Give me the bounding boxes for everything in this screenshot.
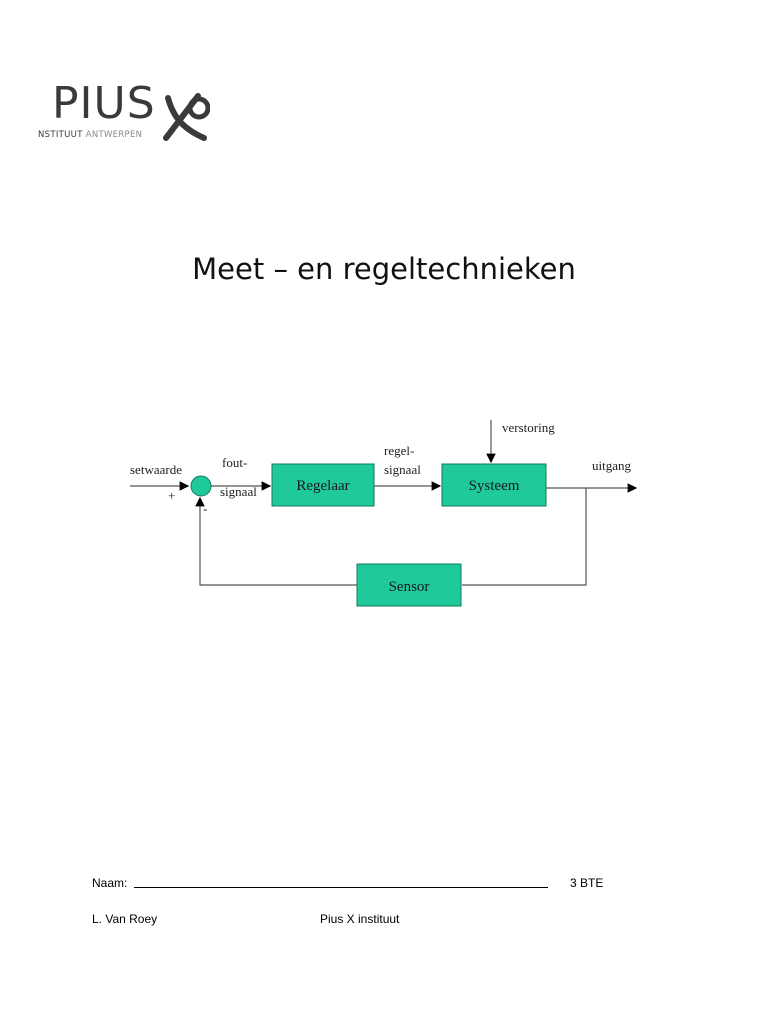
sensor-label: Sensor <box>389 579 430 595</box>
controller-block <box>271 463 375 507</box>
name-label: Naam: <box>92 876 128 890</box>
control-loop-diagram: setwaarde + - fout- signaal Regelaar reg… <box>130 420 638 607</box>
school-logo: PIUS NSTITUUT ANTWERPEN <box>38 80 218 150</box>
author-label: L. Van Roey <box>92 912 158 926</box>
system-block <box>441 463 547 507</box>
logo-wordmark: PIUS <box>52 78 156 129</box>
logo-subtitle-dark: NSTITUUT <box>38 130 83 140</box>
school-label: Pius X instituut <box>320 912 400 926</box>
control-signal-label-2: signaal <box>384 462 421 477</box>
class-label: 3 BTE <box>570 876 604 890</box>
summing-junction <box>190 475 212 497</box>
output-label: uitgang <box>592 458 631 473</box>
controller-label: Regelaar <box>296 478 349 494</box>
feedback-arrow <box>195 496 357 586</box>
setpoint-label: setwaarde <box>130 462 182 477</box>
logo-subtitle-light: ANTWERPEN <box>85 130 143 140</box>
disturbance-label: verstoring <box>502 420 555 435</box>
page-title: Meet – en regeltechnieken <box>192 252 576 286</box>
minus-sign: - <box>203 501 207 516</box>
error-signal-label-2: signaal <box>220 484 257 499</box>
system-label: Systeem <box>469 478 520 494</box>
sensor-block <box>356 563 462 607</box>
error-signal-label-1: fout- <box>222 455 247 470</box>
control-signal-label-1: regel- <box>384 443 414 458</box>
feedback-line-right <box>462 488 587 586</box>
plus-sign: + <box>168 488 175 503</box>
logo-x-icon <box>163 93 210 141</box>
name-underline <box>134 887 548 888</box>
logo-subtitle: NSTITUUT ANTWERPEN <box>38 130 142 140</box>
